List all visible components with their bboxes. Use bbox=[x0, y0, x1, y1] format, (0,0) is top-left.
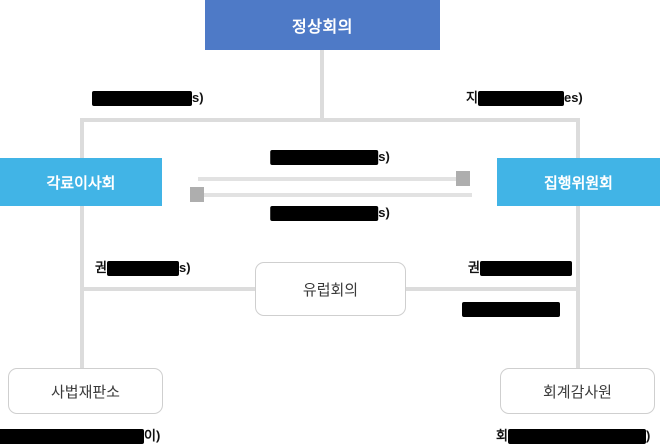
edge-label-bottom-right-prefix: 회 bbox=[496, 428, 508, 443]
redaction-bar bbox=[507, 429, 646, 445]
edge-label-low-left: 권 s) bbox=[95, 259, 191, 277]
node-court-of-auditors[interactable]: 회계감사원 bbox=[500, 368, 655, 414]
connector-bus-top bbox=[80, 118, 580, 122]
redaction-bar bbox=[479, 261, 572, 277]
node-commission[interactable]: 집행위원회 bbox=[497, 158, 660, 206]
node-court-of-justice[interactable]: 사법재판소 bbox=[8, 368, 163, 414]
arrow-head-left bbox=[190, 187, 204, 202]
node-court-of-justice-label: 사법재판소 bbox=[50, 383, 120, 401]
redaction-bar bbox=[106, 261, 179, 277]
edge-label-mid-lower-suffix: s) bbox=[378, 205, 390, 220]
node-summit[interactable]: 정상회의 bbox=[205, 0, 440, 50]
edge-label-low-right-1: 권 bbox=[468, 259, 572, 277]
connector-summit-down bbox=[320, 50, 324, 118]
node-council-label: 각료이사회 bbox=[46, 174, 116, 192]
edge-label-low-right-2 bbox=[462, 300, 560, 318]
node-commission-label: 집행위원회 bbox=[543, 174, 613, 192]
node-parliament-label: 유럽회의 bbox=[302, 281, 359, 299]
edge-label-top-left-suffix: s) bbox=[192, 90, 204, 105]
edge-label-bottom-right: 회) bbox=[496, 427, 651, 445]
node-council[interactable]: 각료이사회 bbox=[0, 158, 162, 206]
arrow-council-to-commission bbox=[198, 171, 470, 186]
edge-label-bottom-left-suffix: 이) bbox=[144, 428, 161, 443]
arrow-head-right bbox=[456, 171, 470, 186]
redaction-bar bbox=[0, 429, 144, 445]
edge-label-top-left: s) bbox=[92, 89, 204, 107]
arrow-shaft bbox=[198, 177, 460, 181]
edge-label-mid-lower: s) bbox=[270, 204, 390, 222]
edge-label-mid-upper: s) bbox=[270, 148, 390, 166]
edge-label-low-left-suffix: s) bbox=[178, 260, 191, 275]
connector-council-parliament bbox=[80, 287, 258, 291]
redaction-bar bbox=[477, 91, 564, 107]
redaction-bar bbox=[462, 302, 560, 318]
connector-bus-to-commission bbox=[576, 118, 580, 160]
edge-label-top-right-suffix: es) bbox=[563, 90, 583, 105]
edge-label-top-right-prefix: 지 bbox=[466, 90, 478, 105]
edge-label-low-left-prefix: 권 bbox=[95, 260, 107, 275]
edge-label-low-right-1-prefix: 권 bbox=[468, 260, 480, 275]
arrow-commission-to-council bbox=[190, 187, 472, 202]
edge-label-top-right: 지 es) bbox=[466, 89, 583, 107]
connector-bus-to-council bbox=[80, 118, 84, 160]
node-summit-label: 정상회의 bbox=[292, 19, 353, 36]
node-parliament[interactable]: 유럽회의 bbox=[255, 262, 406, 316]
redaction-bar bbox=[270, 150, 379, 166]
edge-label-mid-upper-suffix: s) bbox=[378, 149, 390, 164]
redaction-bar bbox=[92, 91, 192, 107]
redaction-bar bbox=[270, 206, 379, 222]
edge-label-bottom-right-suffix: ) bbox=[645, 428, 651, 443]
edge-label-bottom-left: 이) bbox=[0, 427, 161, 445]
connector-parliament-commission bbox=[404, 287, 580, 291]
arrow-shaft bbox=[202, 193, 472, 197]
node-court-of-auditors-label: 회계감사원 bbox=[542, 383, 612, 401]
